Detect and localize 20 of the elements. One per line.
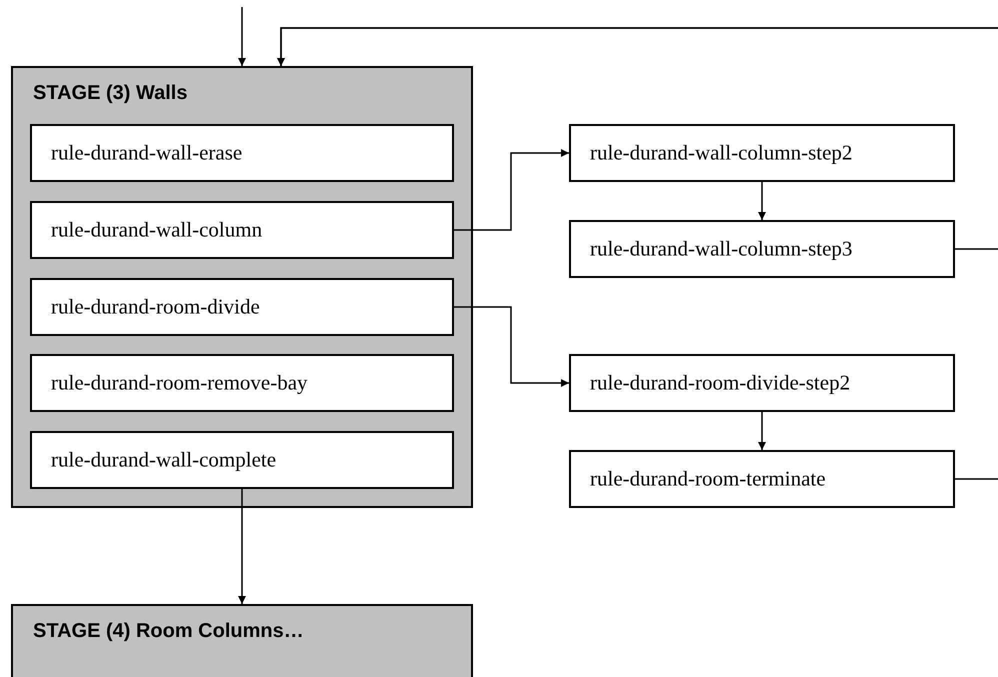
arrow — [454, 149, 569, 231]
stage-panel — [11, 604, 473, 677]
arrow — [238, 489, 246, 604]
stage-panel — [11, 66, 473, 508]
arrow — [758, 412, 766, 450]
rule-name: rule-durand-wall-complete — [51, 448, 276, 472]
arrow — [238, 7, 246, 66]
rule-name: rule-durand-room-divide — [51, 294, 260, 320]
rule-name: rule-durand-room-divide-step2 — [590, 370, 850, 396]
arrow — [454, 306, 569, 387]
stage-title: STAGE (3) Walls — [33, 82, 188, 105]
arrow — [758, 182, 766, 220]
rule-name: rule-durand-room-remove-bay — [51, 370, 308, 396]
rule-name: rule-durand-wall-column-step3 — [590, 236, 852, 262]
rule-name: rule-durand-wall-column — [51, 218, 262, 242]
arrow — [277, 27, 998, 480]
rule-name: rule-durand-wall-erase — [51, 140, 242, 166]
rule-name: rule-durand-wall-column-step2 — [590, 140, 852, 166]
rule-name: rule-durand-room-terminate — [590, 466, 826, 492]
stage-title: STAGE (4) Room Columns… — [33, 620, 304, 643]
